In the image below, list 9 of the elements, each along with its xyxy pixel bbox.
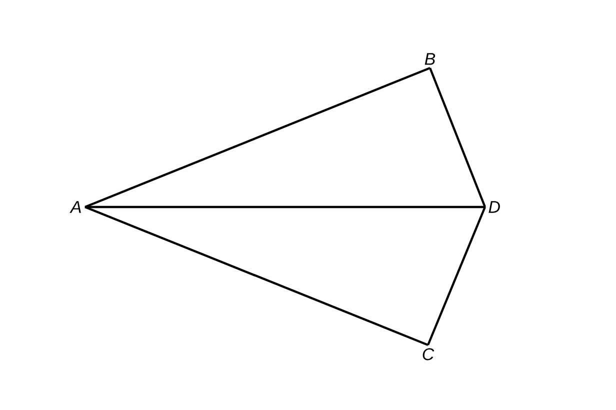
point-label: B [424,53,436,65]
line-segment [84,206,428,346]
line-segment [428,68,486,208]
point-label: A [70,201,81,213]
line-segment [84,66,430,208]
line-segment [85,206,485,208]
line-segment [426,206,486,346]
point-label: C [422,348,434,360]
point-label: D [488,201,500,213]
